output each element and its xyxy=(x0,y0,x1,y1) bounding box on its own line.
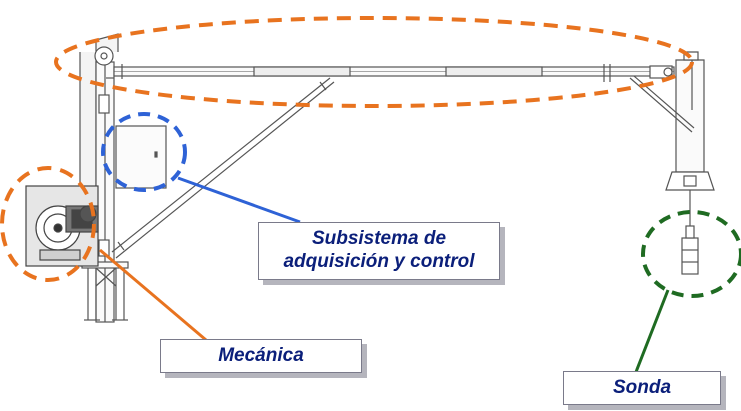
mechanics-highlight-ellipse xyxy=(0,166,96,282)
acquisition-subsystem-label: Subsistema de adquisición y control xyxy=(258,222,500,280)
probe-label-text: Sonda xyxy=(612,376,672,398)
probe-body xyxy=(681,237,699,275)
base-legs xyxy=(87,268,125,320)
probe-label: Sonda xyxy=(563,371,721,405)
mechanics-connector-line xyxy=(99,248,207,342)
boom-diagonal-strut xyxy=(112,83,330,86)
acquisition-label-line2: adquisición y control xyxy=(283,251,475,272)
top-pulley xyxy=(94,46,114,66)
mechanics-label-text: Mecánica xyxy=(218,344,304,366)
winch-mechanism xyxy=(25,185,99,267)
mechanics-label: Mecánica xyxy=(160,339,362,373)
acquisition-cabinet xyxy=(115,125,167,189)
probe-highlight-ellipse xyxy=(641,210,741,298)
long-diagonal-strut-a xyxy=(111,77,331,253)
boom-highlight-ellipse xyxy=(54,16,694,108)
probe-connector-line xyxy=(634,289,670,373)
long-diagonal-strut-b xyxy=(115,81,335,259)
acquisition-highlight-ellipse xyxy=(101,112,187,192)
acquisition-connector-line xyxy=(177,176,301,224)
acquisition-label-line1: Subsistema de xyxy=(311,228,447,250)
